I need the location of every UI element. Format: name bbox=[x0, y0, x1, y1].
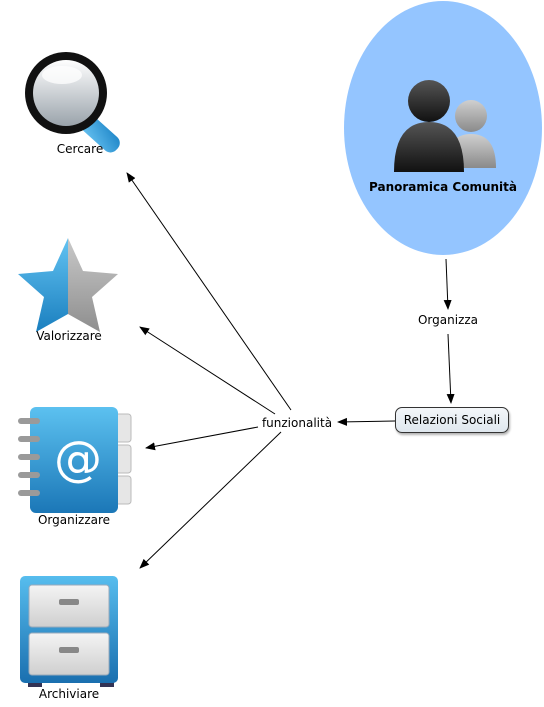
edge-community-organizza bbox=[443, 258, 452, 310]
svg-text:@: @ bbox=[54, 431, 102, 487]
label-valorizzare: Valorizzare bbox=[36, 329, 102, 343]
address-book-icon[interactable]: @ bbox=[18, 407, 132, 513]
edge-organizza-relazioni bbox=[446, 333, 455, 404]
label-cercare: Cercare bbox=[56, 142, 104, 156]
edge-relazioni-funzionalita bbox=[337, 417, 396, 426]
edge-to-archiviare bbox=[139, 431, 282, 569]
filing-cabinet-icon[interactable] bbox=[20, 576, 118, 687]
label-archiviare: Archiviare bbox=[38, 687, 100, 701]
node-relazioni-sociali[interactable]: Relazioni Sociali bbox=[395, 407, 509, 433]
magnifier-icon[interactable] bbox=[25, 52, 123, 156]
connectors bbox=[126, 172, 455, 569]
edge-to-cercare bbox=[126, 172, 292, 411]
node-funzionalita[interactable]: funzionalità bbox=[261, 416, 333, 430]
edge-to-valorizzare bbox=[139, 326, 276, 415]
label-organizzare: Organizzare bbox=[37, 513, 111, 527]
edge-to-organizzare bbox=[145, 426, 259, 451]
community-title: Panoramica Comunità bbox=[369, 180, 517, 194]
people-icon bbox=[394, 80, 496, 172]
edge-label-organizza: Organizza bbox=[415, 313, 481, 327]
star-icon[interactable] bbox=[18, 238, 118, 332]
